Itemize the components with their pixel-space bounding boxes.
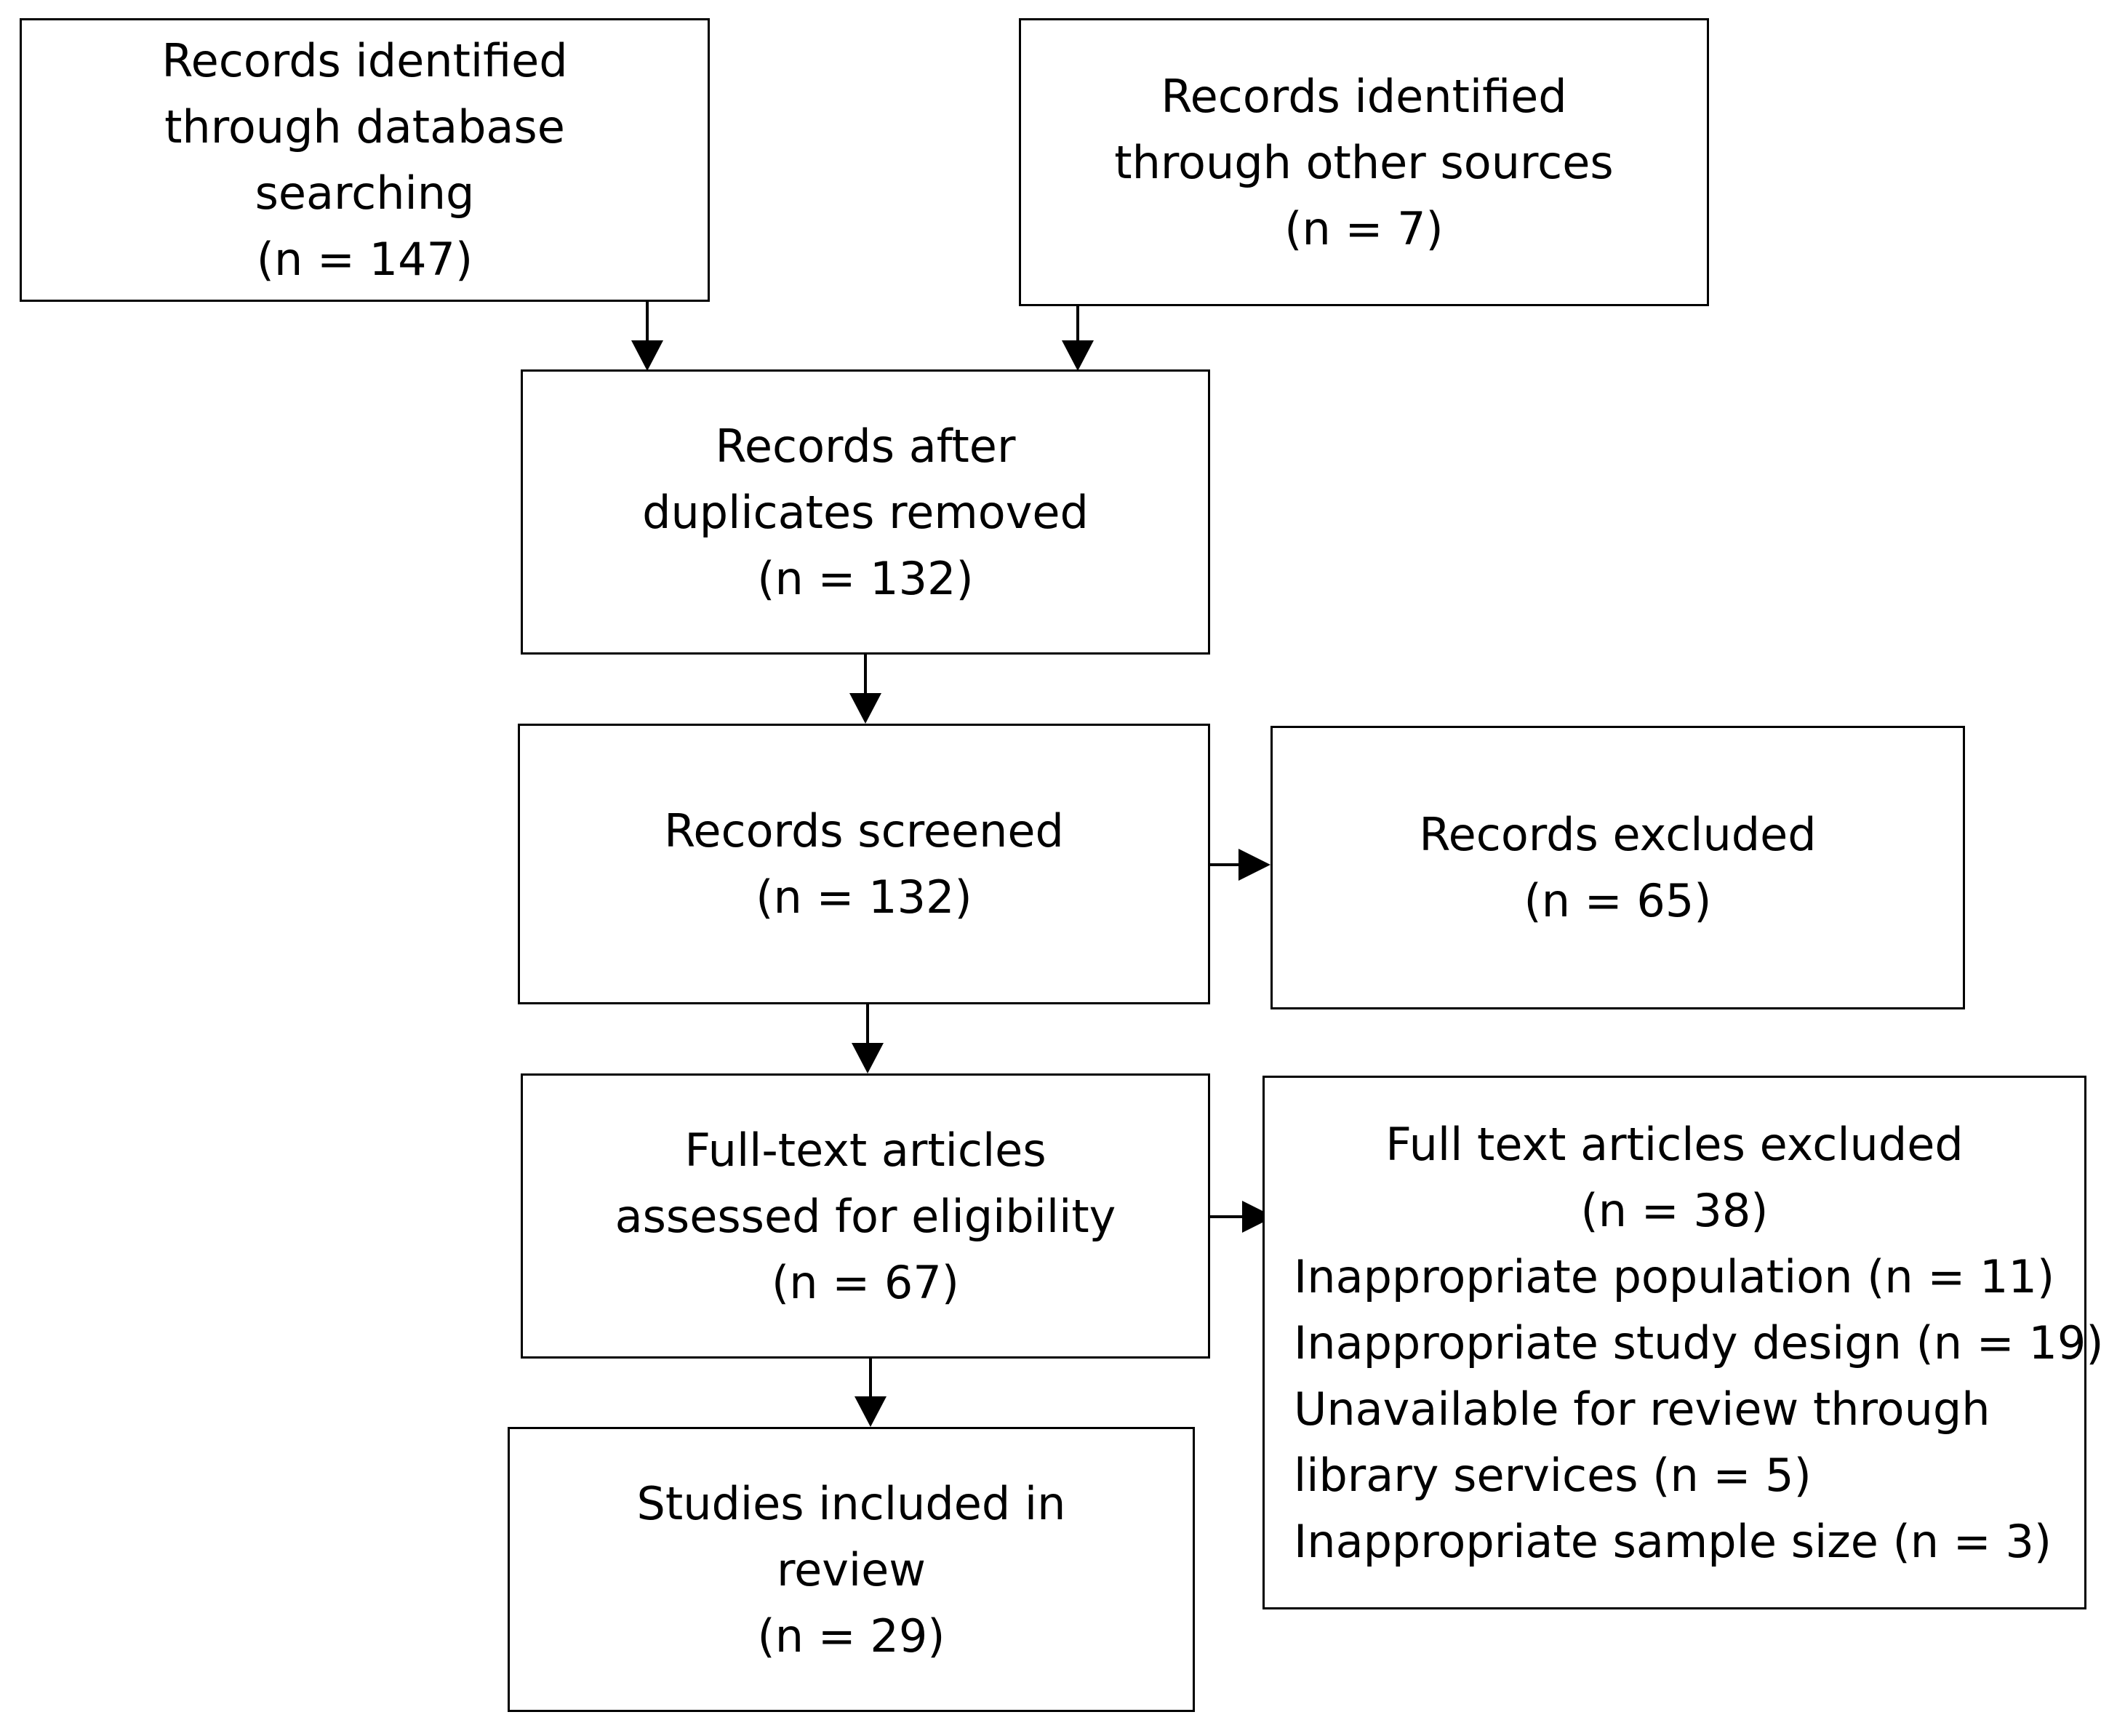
full-text-assessed-count: (n = 67) [772, 1255, 959, 1309]
full-text-assessed-line-1: Full-text articles [684, 1123, 1047, 1177]
other-sources-line-2: through other sources [1114, 135, 1614, 189]
database-searching-count: (n = 147) [256, 233, 473, 286]
exclusion-reason-unavailable-cont: library services (n = 5) [1294, 1449, 1812, 1502]
arrowhead-screened-to-fulltext [852, 1043, 884, 1073]
exclusion-reason-unavailable: Unavailable for review through [1294, 1383, 1990, 1436]
studies-included-line-1: Studies included in [636, 1476, 1066, 1530]
duplicates-removed-line-1: Records after [715, 419, 1016, 473]
box-database-searching: Records identified through database sear… [20, 18, 710, 302]
other-sources-line-1: Records identified [1161, 69, 1567, 123]
box-full-text-excluded: Full text articles excluded (n = 38) Ina… [1262, 1076, 2101, 1609]
box-duplicates-removed: Records after duplicates removed (n = 13… [521, 369, 1210, 655]
records-excluded-line-1: Records excluded [1419, 808, 1817, 861]
full-text-excluded-count: (n = 38) [1580, 1184, 1769, 1237]
records-screened-count: (n = 132) [756, 871, 972, 924]
duplicates-removed-count: (n = 132) [757, 551, 974, 605]
duplicates-removed-line-2: duplicates removed [642, 485, 1089, 539]
exclusion-reason-sample-size: Inappropriate sample size (n = 3) [1294, 1515, 2052, 1568]
exclusion-reason-study-design: Inappropriate study design (n = 19) [1294, 1316, 2101, 1369]
full-text-excluded-heading: Full text articles excluded [1385, 1118, 1964, 1171]
box-full-text-assessed: Full-text articles assessed for eligibil… [521, 1073, 1210, 1359]
arrowhead-duplicates-to-screened [849, 693, 881, 724]
records-screened-line-1: Records screened [664, 804, 1064, 857]
studies-included-line-2: review [776, 1543, 927, 1596]
other-sources-count: (n = 7) [1284, 201, 1444, 255]
database-searching-line-2: through database [164, 100, 565, 153]
box-other-sources: Records identified through other sources… [1019, 18, 1709, 306]
exclusion-reason-population: Inappropriate population (n = 11) [1294, 1250, 2055, 1303]
arrowhead-other-to-duplicates [1062, 340, 1094, 371]
box-records-screened: Records screened (n = 132) [518, 724, 1210, 1004]
database-searching-line-3: searching [255, 167, 475, 220]
records-excluded-count: (n = 65) [1524, 874, 1712, 927]
database-searching-line-1: Records identified [161, 34, 568, 87]
arrowhead-screened-to-excluded [1238, 849, 1270, 881]
arrowhead-fulltext-to-included [855, 1396, 887, 1427]
box-studies-included: Studies included in review (n = 29) [508, 1427, 1195, 1712]
arrowhead-database-to-duplicates [631, 340, 663, 371]
box-records-excluded: Records excluded (n = 65) [1270, 726, 1965, 1009]
full-text-assessed-line-2: assessed for eligibility [615, 1189, 1116, 1243]
studies-included-count: (n = 29) [757, 1609, 945, 1663]
